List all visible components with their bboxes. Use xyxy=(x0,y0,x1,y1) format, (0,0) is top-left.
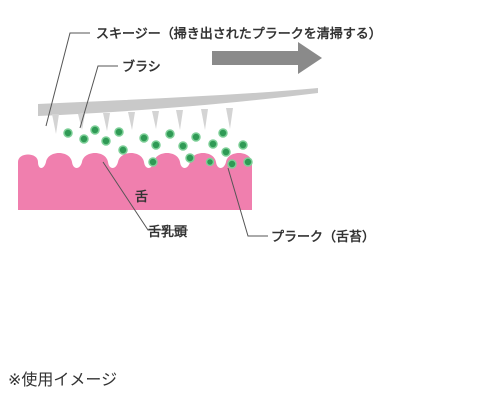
squeegee-label: スキージー（掃き出されたプラークを清掃する） xyxy=(96,26,382,42)
plaque-particles xyxy=(63,125,253,169)
brush-label: ブラシ xyxy=(122,59,161,75)
tongue-label: 舌 xyxy=(135,189,148,205)
plaque-label: プラーク（舌苔） xyxy=(271,229,375,245)
usage-image-caption: ※使用イメージ xyxy=(8,370,118,389)
tongue-cleaning-diagram: スキージー（掃き出されたプラークを清掃する） ブラシ 舌 舌乳頭 プラーク（舌苔… xyxy=(18,26,382,245)
papillae-label: 舌乳頭 xyxy=(148,224,188,240)
squeegee-blade xyxy=(38,88,318,116)
leader-lines xyxy=(45,32,268,237)
tongue-body xyxy=(18,153,252,210)
direction-arrow-icon xyxy=(212,42,322,74)
